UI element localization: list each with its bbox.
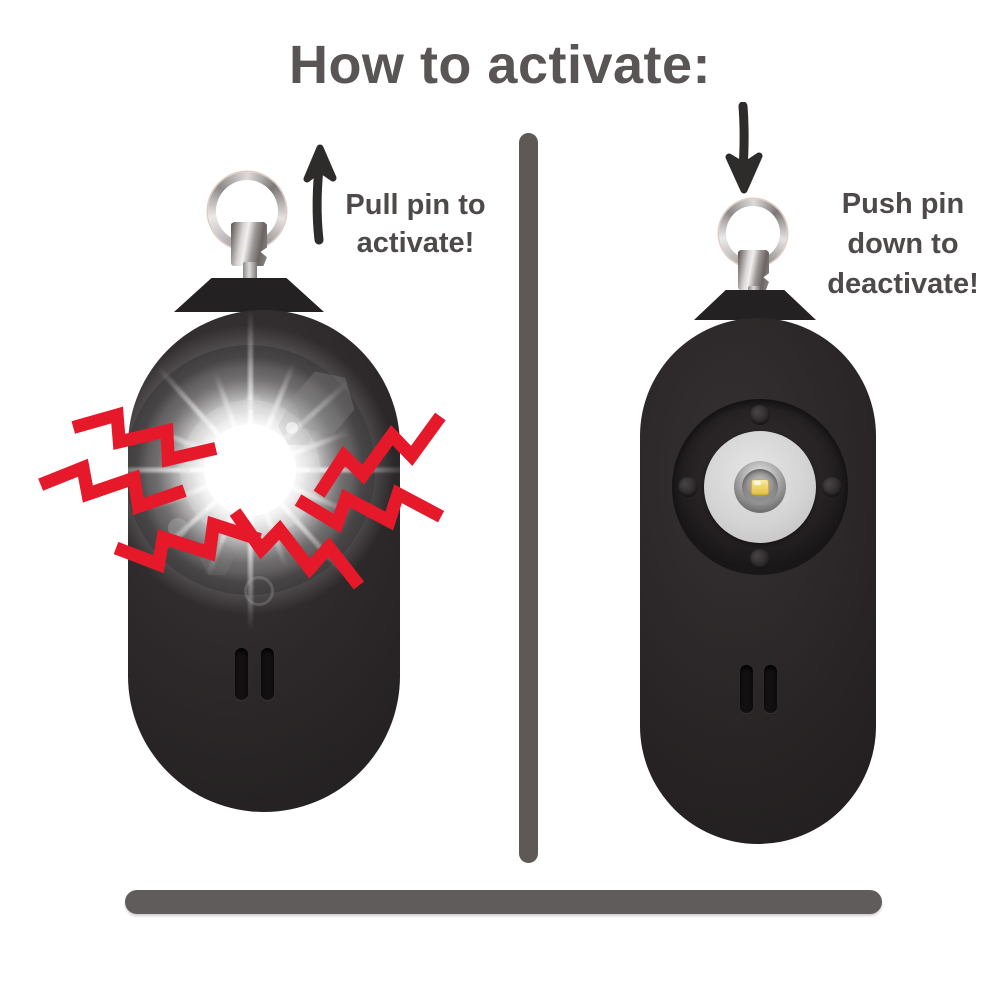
deactivate-caption: Push pin down to deactivate! (808, 184, 998, 304)
screw-dot (822, 477, 842, 497)
speaker-slit (764, 665, 777, 713)
page-title: How to activate: (288, 35, 712, 95)
deactivate-caption-line2: down to (847, 228, 959, 260)
vertical-divider (519, 133, 538, 863)
arrow-down-icon (725, 102, 763, 194)
deactivate-caption-line3: deactivate! (827, 268, 979, 300)
device-top-cap (694, 290, 816, 320)
light-core (204, 424, 296, 516)
speaker-slit (740, 665, 753, 713)
activate-caption-line2: activate! (356, 227, 475, 259)
bottom-bar (125, 890, 882, 914)
lens-flare-dot (286, 422, 298, 434)
activate-caption-line1: Pull pin to (345, 189, 486, 221)
activate-caption: Pull pin to activate! (323, 186, 508, 262)
speaker-slit (235, 648, 248, 700)
speaker-slit (261, 648, 274, 700)
screw-dot (750, 549, 770, 569)
arrow-up-icon (303, 144, 337, 245)
alarm-device-deactivated (640, 318, 876, 844)
pin-clasp (231, 222, 267, 266)
screw-dot (678, 477, 698, 497)
deactivate-caption-line1: Push pin (841, 188, 965, 220)
pin-clasp (738, 250, 769, 290)
screw-dot (750, 405, 770, 425)
led-chip (751, 479, 769, 495)
